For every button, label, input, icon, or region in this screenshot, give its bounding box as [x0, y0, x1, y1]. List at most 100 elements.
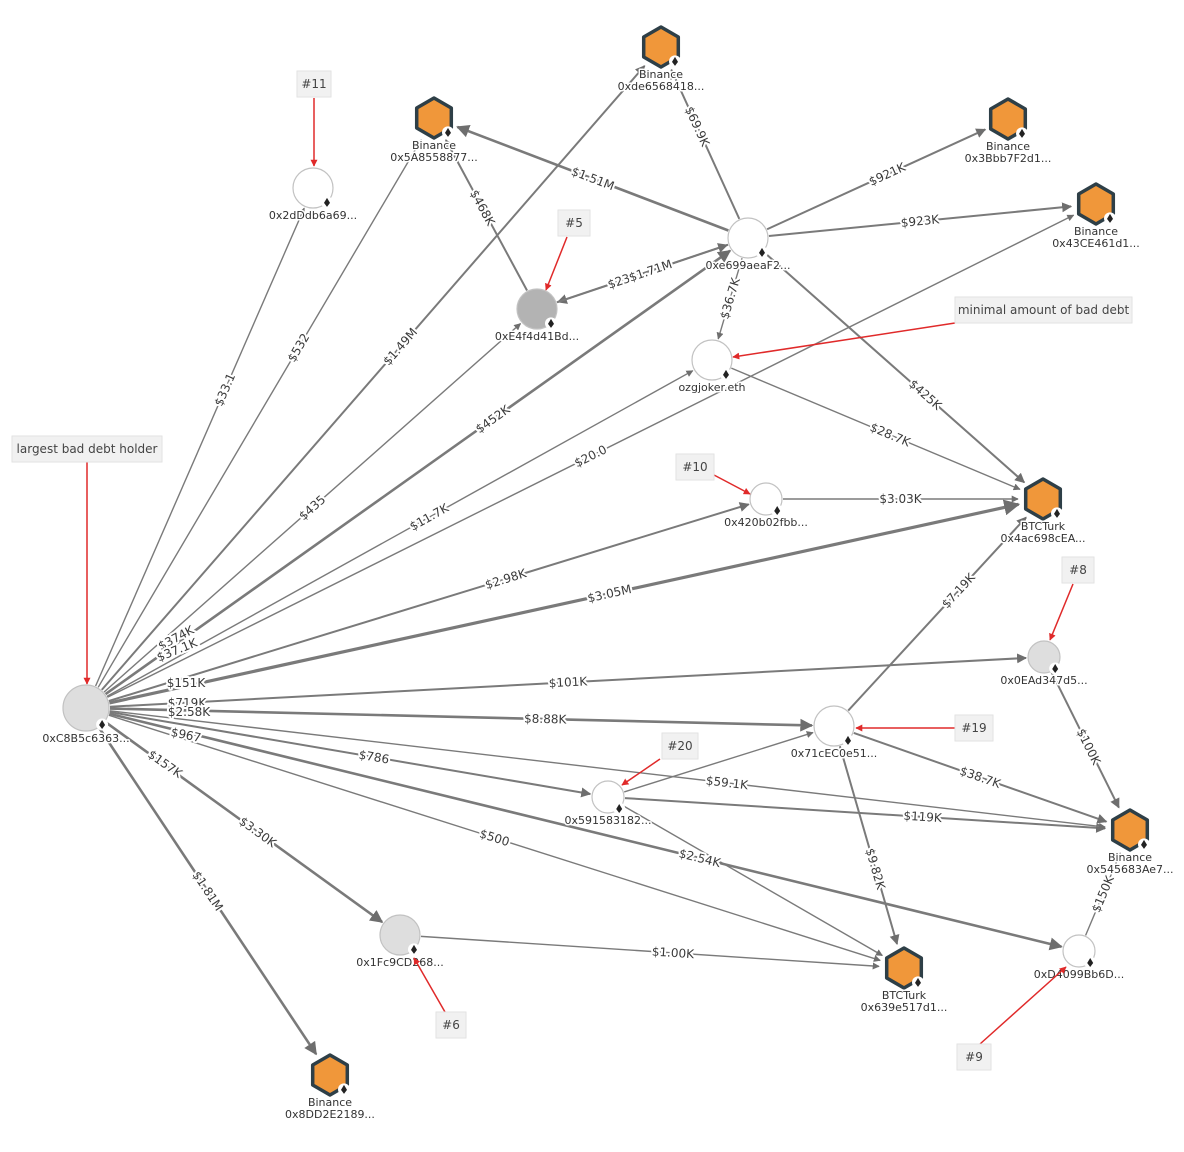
node-5915[interactable]: 0x591583182...: [563, 780, 653, 829]
callout-text: minimal amount of bad debt: [958, 303, 1130, 317]
edge-71ce-bt4a[interactable]: [847, 516, 1027, 712]
edge-label: $500: [478, 827, 511, 850]
edge-5915-bt63[interactable]: [622, 804, 883, 957]
edge-label: $8.88K: [524, 712, 568, 727]
ethereum-icon: [720, 368, 732, 381]
edge-label: $786: [358, 748, 390, 767]
edge-label: $2.58K: [168, 705, 211, 719]
ethereum-icon: [442, 126, 454, 139]
edge-c8b5-71ce[interactable]: [109, 707, 814, 732]
node-e699[interactable]: 0xe699aeaF2...: [704, 217, 792, 274]
edge-label: $3.05M: [586, 582, 633, 605]
edge-c8b5-d409[interactable]: [109, 712, 1063, 951]
node-b3bb[interactable]: Binance0x3Bbb7F2d1...: [963, 97, 1053, 167]
node-71ce[interactable]: 0x71cEC0e51...: [789, 705, 879, 762]
edge-label: $28.7K: [868, 420, 913, 450]
edge-label: $2.98K: [483, 566, 529, 592]
edge-c8b5-1fc9[interactable]: [104, 721, 384, 924]
node-name: Binance: [308, 1096, 352, 1109]
edge-0ead-b545[interactable]: [1050, 671, 1120, 809]
callout-arrow: [545, 236, 568, 291]
edge-1fc9-bt63[interactable]: [420, 935, 880, 970]
node-name: Binance: [986, 140, 1030, 153]
callout-text: #20: [667, 739, 692, 753]
node-dedd[interactable]: 0x2dDdb6a69...: [267, 167, 359, 224]
edge-label: $1.49M: [380, 325, 420, 368]
edge-c8b5-b43c[interactable]: [107, 214, 1075, 698]
edge-c8b5-ozgj[interactable]: [106, 370, 694, 697]
node-address: 0x8DD2E2189...: [285, 1108, 375, 1121]
node-4201[interactable]: 0x420b02fbb...: [723, 482, 809, 531]
node-bt4a[interactable]: BTCTurk0x4ac698cEA...: [999, 477, 1087, 547]
ethereum-icon: [1104, 212, 1116, 225]
node-address: 0x1Fc9CD268...: [356, 956, 444, 969]
edge-label: $1.81M: [190, 869, 226, 914]
edge-label: $1.00K: [651, 945, 695, 962]
edge-5915-b545[interactable]: [624, 797, 1107, 833]
node-bt63[interactable]: BTCTurk0x639e517d1...: [859, 946, 949, 1016]
callout-box: [557, 209, 591, 237]
edge-c8b5-b8dd[interactable]: [98, 727, 318, 1056]
edge-d409-b545[interactable]: [1084, 852, 1122, 936]
edge-label: $468K: [467, 187, 498, 228]
edge-71ce-bt63[interactable]: [838, 745, 900, 945]
edge-e699-b3bb[interactable]: [766, 128, 987, 231]
edge-label: $100K: [1074, 726, 1104, 768]
callout-arrow: [1049, 583, 1074, 641]
node-d409[interactable]: 0xD4099Bb6D...: [1032, 934, 1126, 983]
edge-e4f4-e699[interactable]: [556, 243, 729, 304]
node-b5a8[interactable]: Binance0x5A8558877...: [389, 96, 479, 166]
node-e4f4[interactable]: 0xE4f4d41Bd...: [493, 288, 581, 345]
edge-71ce-b545[interactable]: [853, 732, 1108, 824]
nodes-layer: 0xC8B5c6363... 0x2dDdb6a69... Binance0x5A8…: [41, 25, 1175, 1123]
edge-c8b5-b5a8[interactable]: [97, 138, 422, 688]
edge-labels-layer: $33.1$1.49M$435$452K$11.7K$20.0$2.98K$3.…: [143, 102, 1119, 963]
edge-c8b5-e4f4[interactable]: [103, 323, 522, 693]
edge-label: $119K: [903, 809, 943, 825]
edge-c8b5-e699[interactable]: [104, 249, 732, 696]
edge-c8b5-b545[interactable]: [109, 710, 1106, 830]
node-address: 0x3Bbb7F2d1...: [965, 152, 1052, 165]
callout-arrow: [979, 966, 1067, 1045]
node-bde6[interactable]: Binance0xde6568418...: [616, 25, 706, 95]
node-b8dd[interactable]: Binance0x8DD2E2189...: [284, 1053, 376, 1123]
node-1fc9[interactable]: 0x1Fc9CD268...: [355, 914, 445, 971]
node-0ead[interactable]: 0x0EAd347d5...: [999, 640, 1089, 689]
edge-c8b5-bde6[interactable]: [100, 65, 646, 691]
callout-c10: #10: [675, 453, 751, 495]
edge-5915-71ce[interactable]: [624, 731, 814, 793]
edge-e699-b43c[interactable]: [768, 202, 1073, 237]
node-address: 0x0EAd347d5...: [1000, 674, 1087, 687]
edge-c8b5-5915[interactable]: [109, 711, 592, 798]
edge-e4f4-b5a8[interactable]: [444, 139, 528, 291]
callout-c5: #5: [545, 209, 591, 291]
node-name: BTCTurk: [1021, 520, 1066, 533]
node-c8b5[interactable]: 0xC8B5c6363...: [41, 684, 131, 747]
exchange-hexagon: [1076, 182, 1116, 226]
edge-e699-bt4a[interactable]: [763, 251, 1026, 484]
edge-e699-bde6[interactable]: [670, 68, 741, 220]
ethereum-icon: [756, 246, 768, 259]
callout-text: #8: [1069, 563, 1087, 577]
node-b43c[interactable]: Binance0x43CE461d1...: [1051, 182, 1141, 252]
edge-e699-b5a8[interactable]: [456, 125, 729, 232]
edge-e699-ozgj[interactable]: [716, 257, 743, 340]
edge-c8b5-bt63[interactable]: [108, 714, 881, 962]
edge-c8b5-4201[interactable]: [108, 502, 750, 702]
edge-label: $532: [285, 331, 313, 364]
edge-c8b5-bt4a[interactable]: [109, 499, 1021, 705]
callout-clarge: largest bad debt holder: [11, 435, 163, 685]
node-name: BTCTurk: [882, 989, 927, 1002]
callout-text: #5: [565, 216, 583, 230]
callout-c11: #11: [296, 70, 332, 167]
edge-ozgj-bt4a[interactable]: [731, 367, 1021, 491]
node-b545[interactable]: Binance0x545683Ae7...: [1085, 808, 1175, 878]
node-ozgj[interactable]: ozgjoker.eth: [677, 339, 747, 396]
callout-c8: #8: [1049, 556, 1095, 641]
exchange-hexagon: [988, 97, 1028, 141]
edge-c8b5-0ead[interactable]: [109, 653, 1028, 708]
edge-c8b5-dedd[interactable]: [94, 207, 305, 687]
callout-arrow: [621, 758, 661, 786]
callout-box: [1061, 556, 1095, 584]
